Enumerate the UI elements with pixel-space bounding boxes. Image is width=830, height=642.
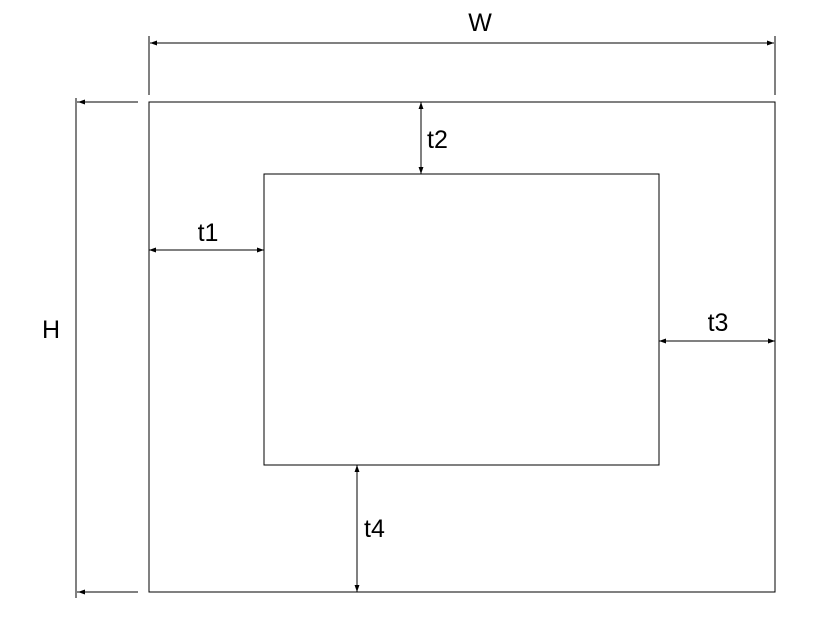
- height-label: H: [42, 316, 60, 344]
- t1-label: t1: [198, 219, 219, 247]
- t2-label: t2: [427, 126, 448, 154]
- t4-label: t4: [364, 515, 385, 543]
- inner-rectangle: [263, 173, 660, 466]
- outer-rectangle: [148, 101, 776, 593]
- t3-label: t3: [708, 309, 729, 337]
- width-label: W: [468, 9, 492, 37]
